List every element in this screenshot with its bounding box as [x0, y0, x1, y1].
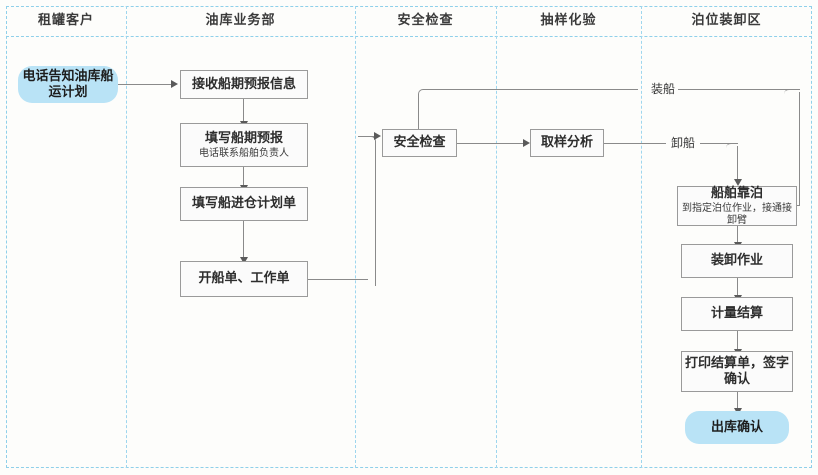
connector-start-to-receive: [118, 84, 172, 85]
node-operation-title: 装卸作业: [710, 253, 763, 268]
connector-unload-right-segment: [700, 143, 733, 144]
arrow-unload-to-berth: [734, 179, 742, 186]
node-sailing-order-worksheet[interactable]: 开船单、工作单: [180, 261, 308, 297]
node-metering-title: 计量结算: [710, 306, 763, 321]
connector-metering-to-printform: [737, 331, 738, 351]
node-sampling-analysis[interactable]: 取样分析: [530, 129, 604, 157]
node-end-title: 出库确认: [710, 419, 763, 435]
connector-safety-to-sampling: [457, 143, 525, 144]
connector-planform-to-worksheet: [243, 221, 244, 260]
node-forecast-subtitle: 电话联系船舶负责人: [199, 147, 289, 159]
lane-title-customer: 租罐客户: [37, 13, 94, 28]
arrow-planform-to-worksheet: [240, 257, 248, 264]
edge-label-unload: 卸船: [668, 136, 699, 150]
lane-divider-2: [355, 6, 356, 468]
connector-receive-to-forecast: [243, 99, 244, 123]
node-print-settlement-sign[interactable]: 打印结算单，签字确认: [681, 351, 793, 392]
connector-load-right-segment: [672, 89, 790, 90]
lane-divider-4: [641, 6, 642, 468]
arrow-safety-to-sampling: [523, 139, 530, 147]
swimlane-frame: [6, 6, 812, 468]
connector-load-down: [799, 92, 800, 205]
node-start-notify-plan[interactable]: 电话告知油库船运计划: [18, 66, 118, 103]
lane-divider-3: [496, 6, 497, 468]
connector-operation-to-metering: [737, 278, 738, 297]
edge-label-load: 装船: [648, 82, 679, 96]
node-safety-check[interactable]: 安全检查: [382, 129, 457, 157]
lane-title-sampling-test: 抽样化验: [540, 13, 597, 28]
node-fill-storage-plan-form[interactable]: 填写船进仓计划单: [180, 187, 308, 221]
node-worksheet-title: 开船单、工作单: [198, 271, 290, 286]
connector-unload-down: [737, 146, 738, 181]
node-end-outbound-confirm[interactable]: 出库确认: [685, 411, 789, 444]
node-start-title: 电话告知油库船运计划: [22, 68, 114, 100]
node-receive-forecast-info[interactable]: 接收船期预报信息: [180, 70, 308, 99]
connector-worksheet-right: [308, 279, 368, 280]
swimlane-header-rule: [6, 36, 812, 37]
node-loading-unloading-operation[interactable]: 装卸作业: [681, 244, 793, 278]
node-sampling-title: 取样分析: [540, 135, 593, 150]
node-ship-berthing[interactable]: 船舶靠泊 到指定泊位作业，接通接卸臂: [677, 186, 797, 226]
lane-divider-1: [126, 6, 127, 468]
node-metering-settlement[interactable]: 计量结算: [681, 297, 793, 331]
connector-load-left-segment: [436, 89, 638, 90]
connector-forecast-to-planform: [243, 167, 244, 187]
connector-load-riser: [418, 89, 438, 129]
arrow-worksheet-to-safety: [374, 132, 381, 140]
node-berth-subtitle: 到指定泊位作业，接通接卸臂: [682, 202, 792, 226]
connector-berth-to-operation: [737, 225, 738, 244]
node-forecast-title: 填写船期预报: [204, 130, 283, 146]
node-receive-title: 接收船期预报信息: [191, 76, 296, 92]
node-berth-title: 船舶靠泊: [710, 185, 763, 201]
connector-worksheet-into-safety: [358, 136, 376, 137]
connector-worksheet-up: [360, 136, 376, 286]
connector-unload-left-segment: [604, 143, 666, 144]
lane-title-depot-business: 油库业务部: [205, 13, 276, 28]
arrow-start-to-receive: [171, 80, 178, 88]
connector-load-corner: [784, 89, 800, 205]
node-printform-title: 打印结算单，签字确认: [684, 355, 789, 387]
node-safety-title: 安全检查: [393, 135, 446, 150]
lane-title-berth-area: 泊位装卸区: [691, 13, 762, 28]
node-fill-shipping-forecast[interactable]: 填写船期预报 电话联系船舶负责人: [180, 123, 308, 167]
connector-unload-corner: [726, 143, 738, 173]
lane-title-safety-check: 安全检查: [397, 13, 454, 28]
node-planform-title: 填写船进仓计划单: [191, 196, 296, 211]
connector-printform-to-end: [737, 392, 738, 410]
